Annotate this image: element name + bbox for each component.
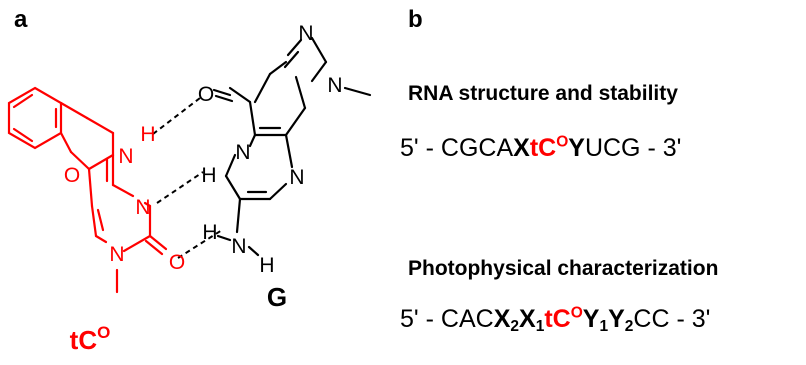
guanine-atom-n-top: N xyxy=(298,22,313,45)
tco-name: tCO xyxy=(70,323,111,355)
tco-atom-n-methyl: N xyxy=(109,243,124,266)
guanine-name: G xyxy=(267,282,287,312)
photophysical-section-heading: Photophysical characterization xyxy=(408,257,719,280)
tco-structure xyxy=(7,86,168,294)
guanine-atom-nh2-h-right: H xyxy=(259,254,274,277)
tco-atom-n-h: N xyxy=(118,145,133,168)
tco-atom-o-ring: O xyxy=(64,164,80,187)
tco-atom-h: H xyxy=(140,123,155,146)
rna-sequence: 5' - CGCAXtCOYUCG - 3' xyxy=(400,133,682,162)
guanine-atom-o-carbonyl: O xyxy=(198,83,214,106)
guanine-atom-nh2-n: N xyxy=(231,235,246,258)
panel-label-b: b xyxy=(408,6,423,33)
rna-section-heading: RNA structure and stability xyxy=(408,82,678,105)
guanine-atom-n3: N xyxy=(289,166,304,189)
tco-atom-o-carbonyl: O xyxy=(169,251,185,274)
guanine-atom-nh2-h-left: H xyxy=(202,221,217,244)
guanine-atom-n-right: N xyxy=(327,74,342,97)
hydrogen-bonds xyxy=(152,97,223,259)
chemical-structure-diagram: N H O N N O N N O N H N N H H G tCO xyxy=(7,22,372,355)
tco-atom-n-imine: N xyxy=(135,196,150,219)
guanine-structure xyxy=(212,36,372,257)
photophysical-sequence: 5' - CACX2X1tCOY1Y2CC - 3' xyxy=(400,304,711,335)
guanine-atom-n1-h: H xyxy=(201,164,216,187)
panel-label-a: a xyxy=(14,6,28,33)
guanine-atom-n1: N xyxy=(235,141,250,164)
